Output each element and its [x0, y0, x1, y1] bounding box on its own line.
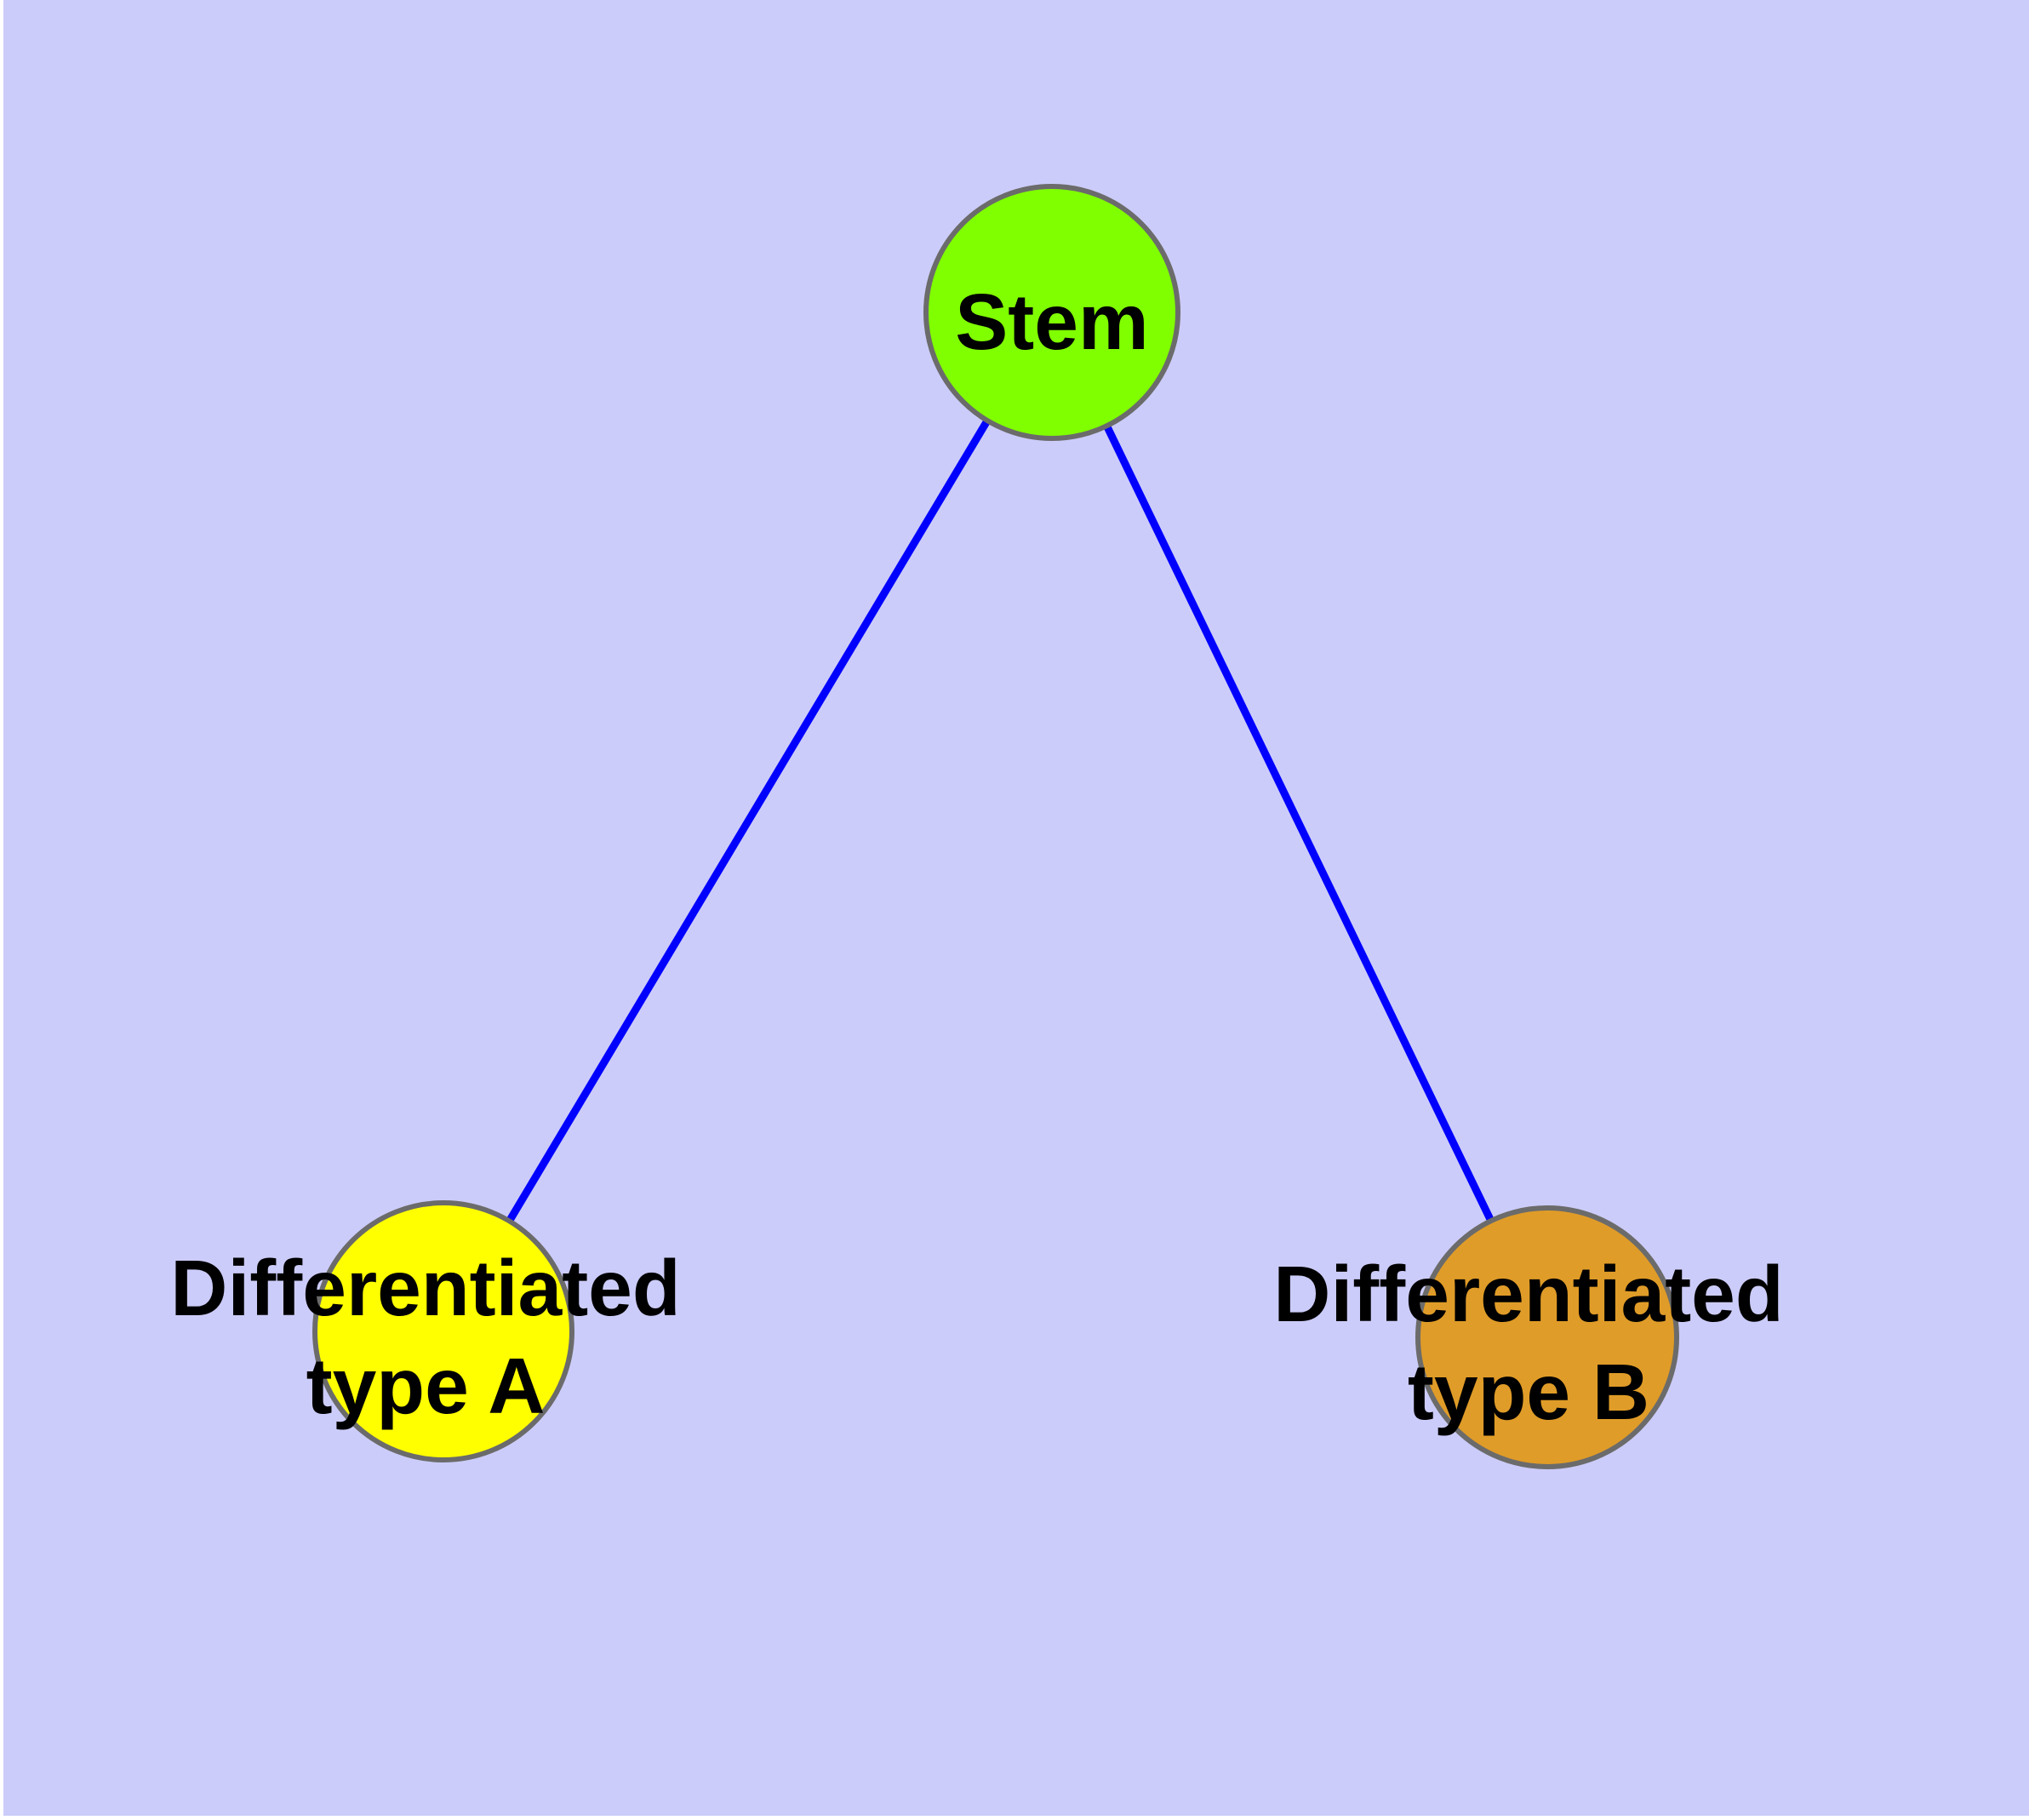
node-label-diff-a-line1: Differentiated	[170, 1244, 680, 1332]
node-label-diff-b-line2: type B	[1408, 1348, 1649, 1436]
node-stem[interactable]	[923, 184, 1180, 441]
node-label-diff-a-line2: type A	[306, 1342, 546, 1430]
edge-stem-to-diff-a[interactable]	[440, 310, 1055, 1334]
edge-stem-to-diff-b[interactable]	[1048, 311, 1552, 1339]
node-diff-a[interactable]	[312, 1200, 574, 1462]
node-label-diff-b-line1: Differentiated	[1273, 1250, 1783, 1338]
nodes-layer	[312, 184, 1679, 1469]
node-diff-b[interactable]	[1415, 1205, 1679, 1469]
node-label-stem-line1: Stem	[955, 278, 1148, 366]
edges-layer	[440, 310, 1552, 1339]
